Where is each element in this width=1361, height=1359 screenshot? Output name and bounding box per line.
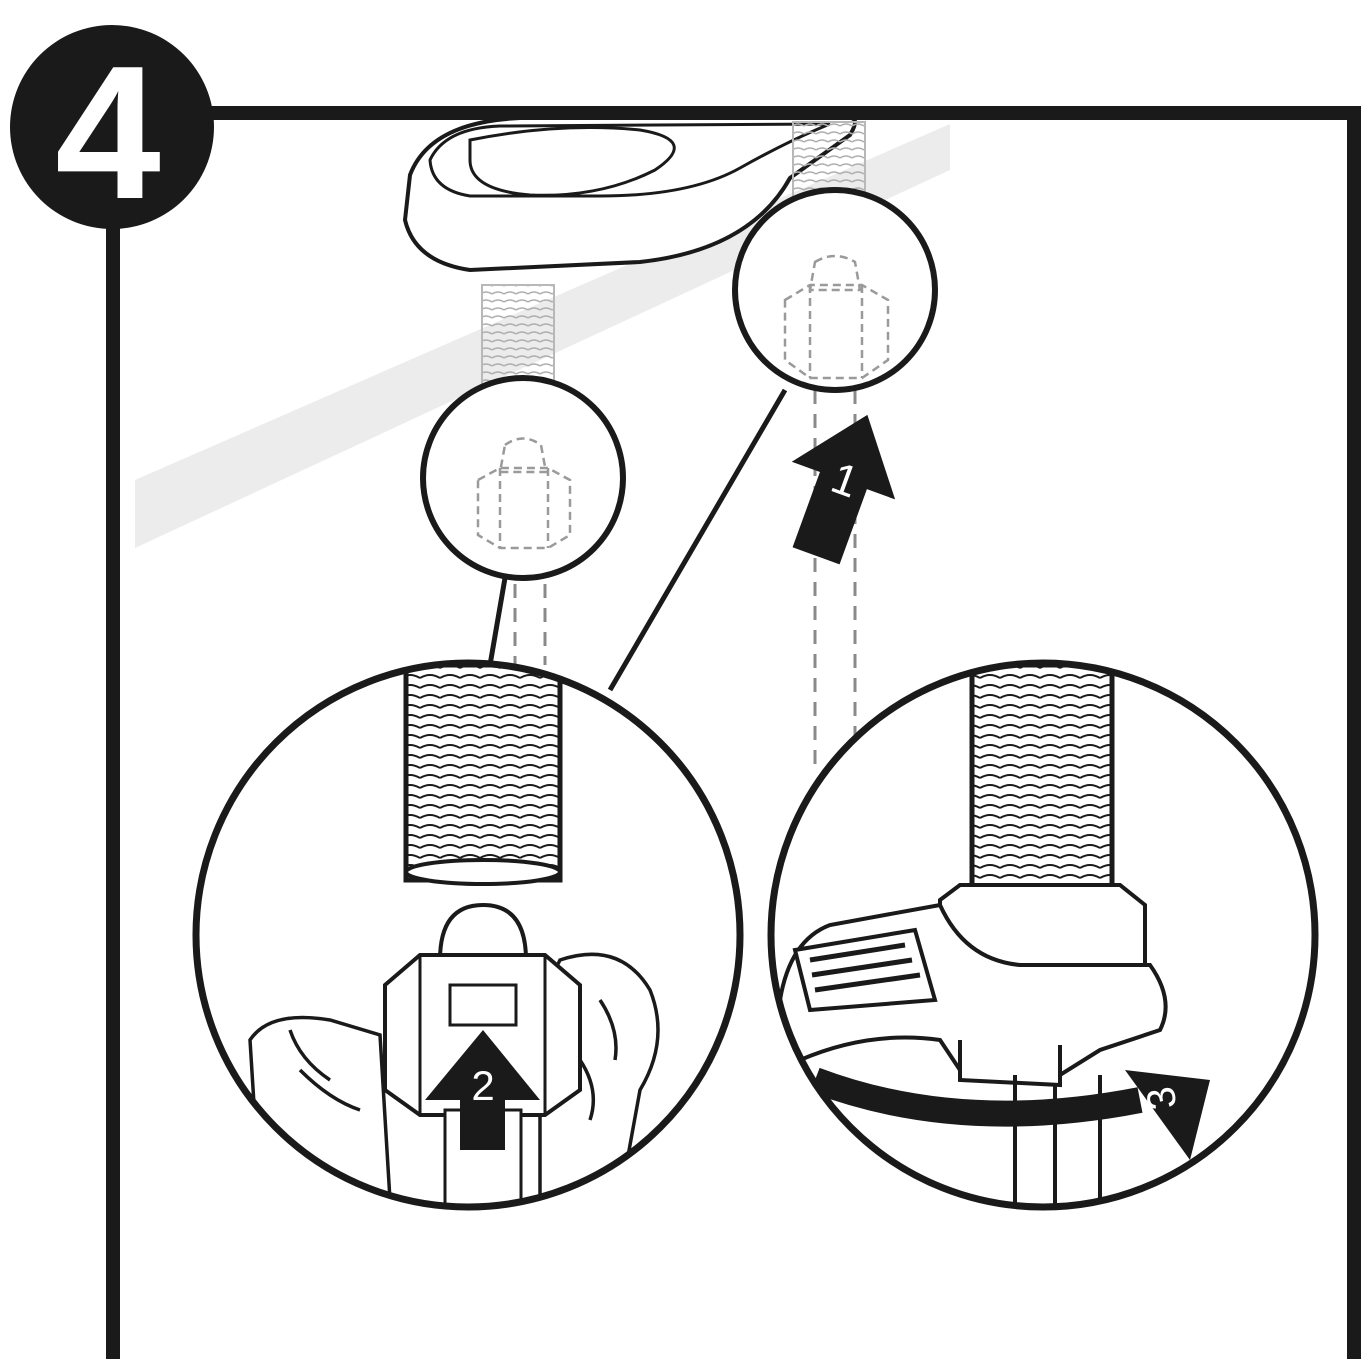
step-badge: 4 xyxy=(10,25,214,239)
leader-line-right xyxy=(610,390,785,690)
detail-circle-left xyxy=(423,378,623,578)
leader-line-left xyxy=(490,578,505,665)
callout-2-label: 2 xyxy=(471,1062,494,1109)
detail-circle-large-right xyxy=(771,663,1315,1220)
detail-circle-large-left xyxy=(196,663,740,1220)
detail-circle-right xyxy=(735,190,935,390)
step-number: 4 xyxy=(55,27,161,239)
